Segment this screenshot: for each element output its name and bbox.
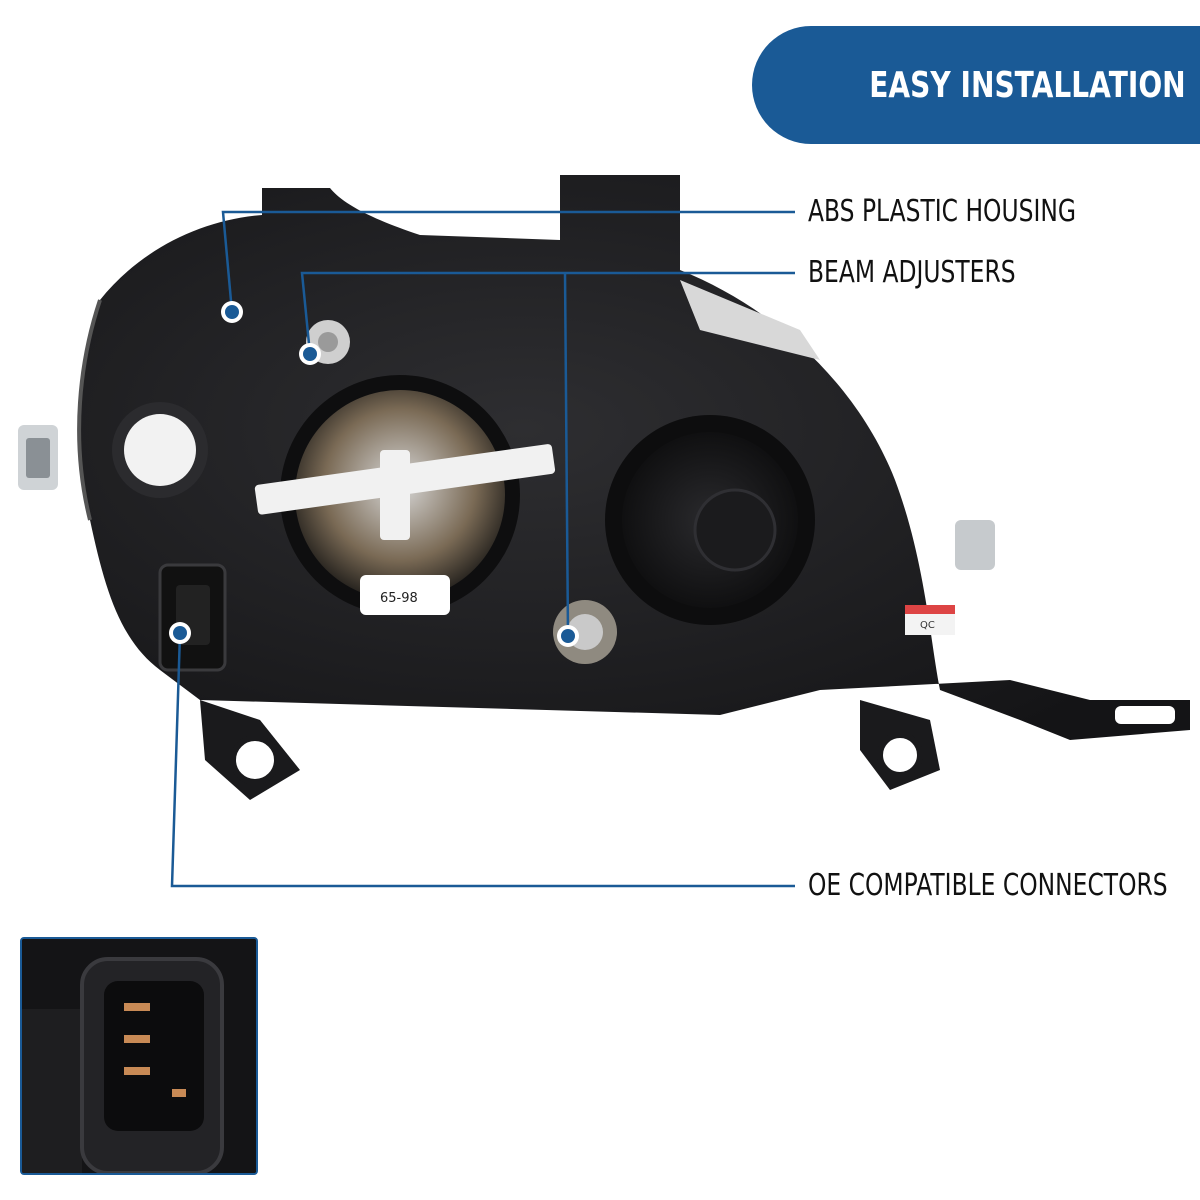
callout-leaders: [170, 210, 795, 888]
dust-cap: [605, 415, 815, 625]
connector-closeup-inset: [20, 937, 258, 1175]
bulb-sticker-text: 65-98: [380, 591, 418, 606]
bulb-opening: 65-98: [254, 375, 556, 615]
qc-tag: QC: [905, 605, 955, 635]
callout-oe-compatible-connectors: OE COMPATIBLE CONNECTORS: [808, 868, 1168, 903]
svg-text:QC: QC: [920, 620, 935, 631]
banner-title: EASY INSTALLATION: [869, 64, 1186, 106]
feature-banner: EASY INSTALLATION: [752, 26, 1200, 144]
callout-beam-adjusters: BEAM ADJUSTERS: [808, 255, 1016, 290]
reflector-lens: [124, 414, 196, 486]
callout-abs-plastic-housing: ABS PLASTIC HOUSING: [808, 194, 1077, 229]
callout-markers: [169, 301, 579, 647]
connector-socket: [158, 563, 227, 672]
connector-closeup: [22, 939, 256, 1173]
